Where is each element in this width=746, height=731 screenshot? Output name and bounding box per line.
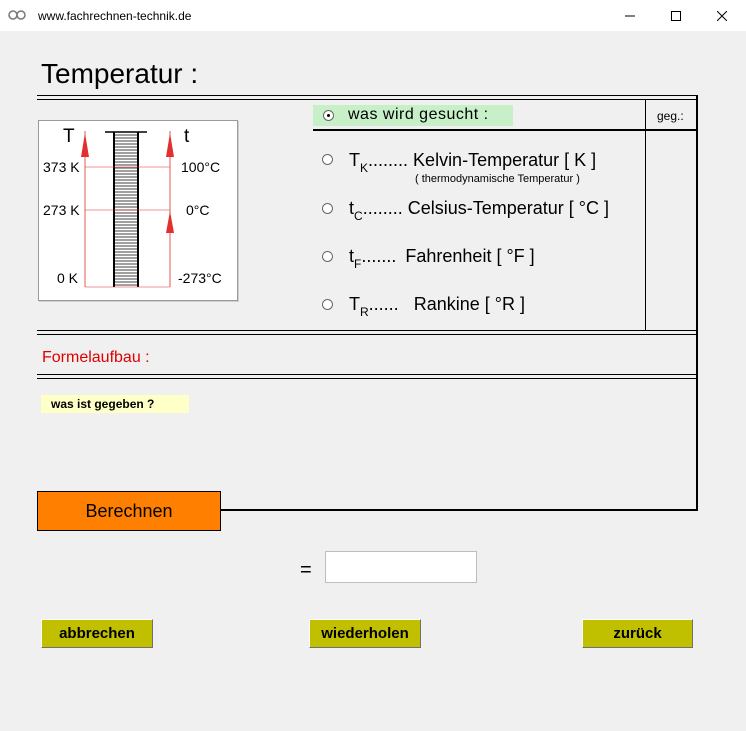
- sought-header-radio[interactable]: [323, 110, 334, 121]
- option-dots: ........: [368, 150, 409, 170]
- option-rankine[interactable]: TR...... Rankine [ °R ]: [349, 294, 525, 319]
- option-kelvin[interactable]: TK........ Kelvin-Temperatur [ K ]: [349, 150, 596, 175]
- maximize-icon: [671, 10, 681, 21]
- page-title: Temperatur :: [41, 58, 199, 89]
- minimize-icon: [625, 15, 635, 16]
- maximize-button[interactable]: [653, 0, 699, 31]
- option-text: Celsius-Temperatur [ °C ]: [407, 198, 609, 218]
- radio-celsius[interactable]: [322, 203, 333, 214]
- option-subscript: R: [360, 305, 369, 319]
- option-fahrenheit[interactable]: tF....... Fahrenheit [ °F ]: [349, 246, 535, 271]
- given-column-divider: [645, 99, 646, 331]
- sought-header: [313, 105, 513, 126]
- sought-label: was wird gesucht :: [348, 106, 489, 123]
- kelvin-label-273: 273 K: [43, 202, 80, 218]
- frame-line-top-2: [37, 99, 697, 100]
- equals-sign: =: [300, 559, 312, 581]
- close-button[interactable]: [699, 0, 745, 31]
- thermometer-diagram: T t 373 K 273 K 0 K 100°C 0°C -273°C: [38, 120, 238, 301]
- result-field[interactable]: [325, 551, 477, 583]
- option-subscript: K: [360, 161, 369, 175]
- given-label: was ist gegeben ?: [41, 395, 189, 413]
- title-bar: [0, 0, 746, 31]
- celsius-label-minus273: -273°C: [178, 270, 222, 286]
- radio-fahrenheit[interactable]: [322, 251, 333, 262]
- celsius-label-100: 100°C: [181, 159, 221, 175]
- kelvin-label-0: 0 K: [57, 270, 79, 286]
- divider-given-top-2: [37, 378, 697, 379]
- option-dots: .......: [361, 246, 397, 266]
- kelvin-label-373: 373 K: [43, 159, 80, 175]
- celsius-symbol: t: [184, 126, 190, 147]
- option-dots: ........: [362, 198, 403, 218]
- window-title: www.fachrechnen-technik.de: [38, 9, 192, 23]
- option-text: Fahrenheit [ °F ]: [405, 246, 535, 266]
- option-subscript: C: [354, 209, 363, 223]
- option-subscript: F: [354, 257, 362, 271]
- celsius-label-0: 0°C: [186, 202, 210, 218]
- calculate-button[interactable]: Berechnen: [37, 491, 221, 531]
- option-kelvin-note: ( thermodynamische Temperatur ): [415, 173, 580, 185]
- frame-line-right: [696, 95, 698, 511]
- back-button[interactable]: zurück: [582, 619, 693, 648]
- divider-formula-top: [37, 330, 697, 331]
- divider-given-top: [37, 374, 697, 375]
- thermometer-graphic: [81, 131, 174, 288]
- given-header: geg.:: [657, 109, 684, 123]
- option-symbol: t: [349, 198, 355, 218]
- close-icon: [717, 10, 727, 21]
- option-text: Rankine [ °R ]: [413, 294, 525, 314]
- option-text: Kelvin-Temperatur [ K ]: [413, 150, 597, 170]
- divider-formula-top-2: [37, 334, 697, 335]
- app-icon: [8, 10, 26, 20]
- cancel-button[interactable]: abbrechen: [41, 619, 153, 648]
- repeat-button[interactable]: wiederholen: [309, 619, 421, 648]
- option-symbol: T: [349, 294, 360, 314]
- sought-underline: [313, 129, 697, 131]
- option-symbol: t: [349, 246, 355, 266]
- kelvin-symbol: T: [63, 126, 75, 147]
- radio-kelvin[interactable]: [322, 154, 333, 165]
- formula-label: Formelaufbau :: [42, 349, 150, 366]
- option-dots: ......: [368, 294, 399, 314]
- frame-line-bottom: [221, 509, 697, 511]
- frame-line-top: [37, 95, 697, 96]
- option-symbol: T: [349, 150, 360, 170]
- radio-rankine[interactable]: [322, 299, 333, 310]
- minimize-button[interactable]: [607, 0, 653, 31]
- option-celsius[interactable]: tC........ Celsius-Temperatur [ °C ]: [349, 198, 609, 223]
